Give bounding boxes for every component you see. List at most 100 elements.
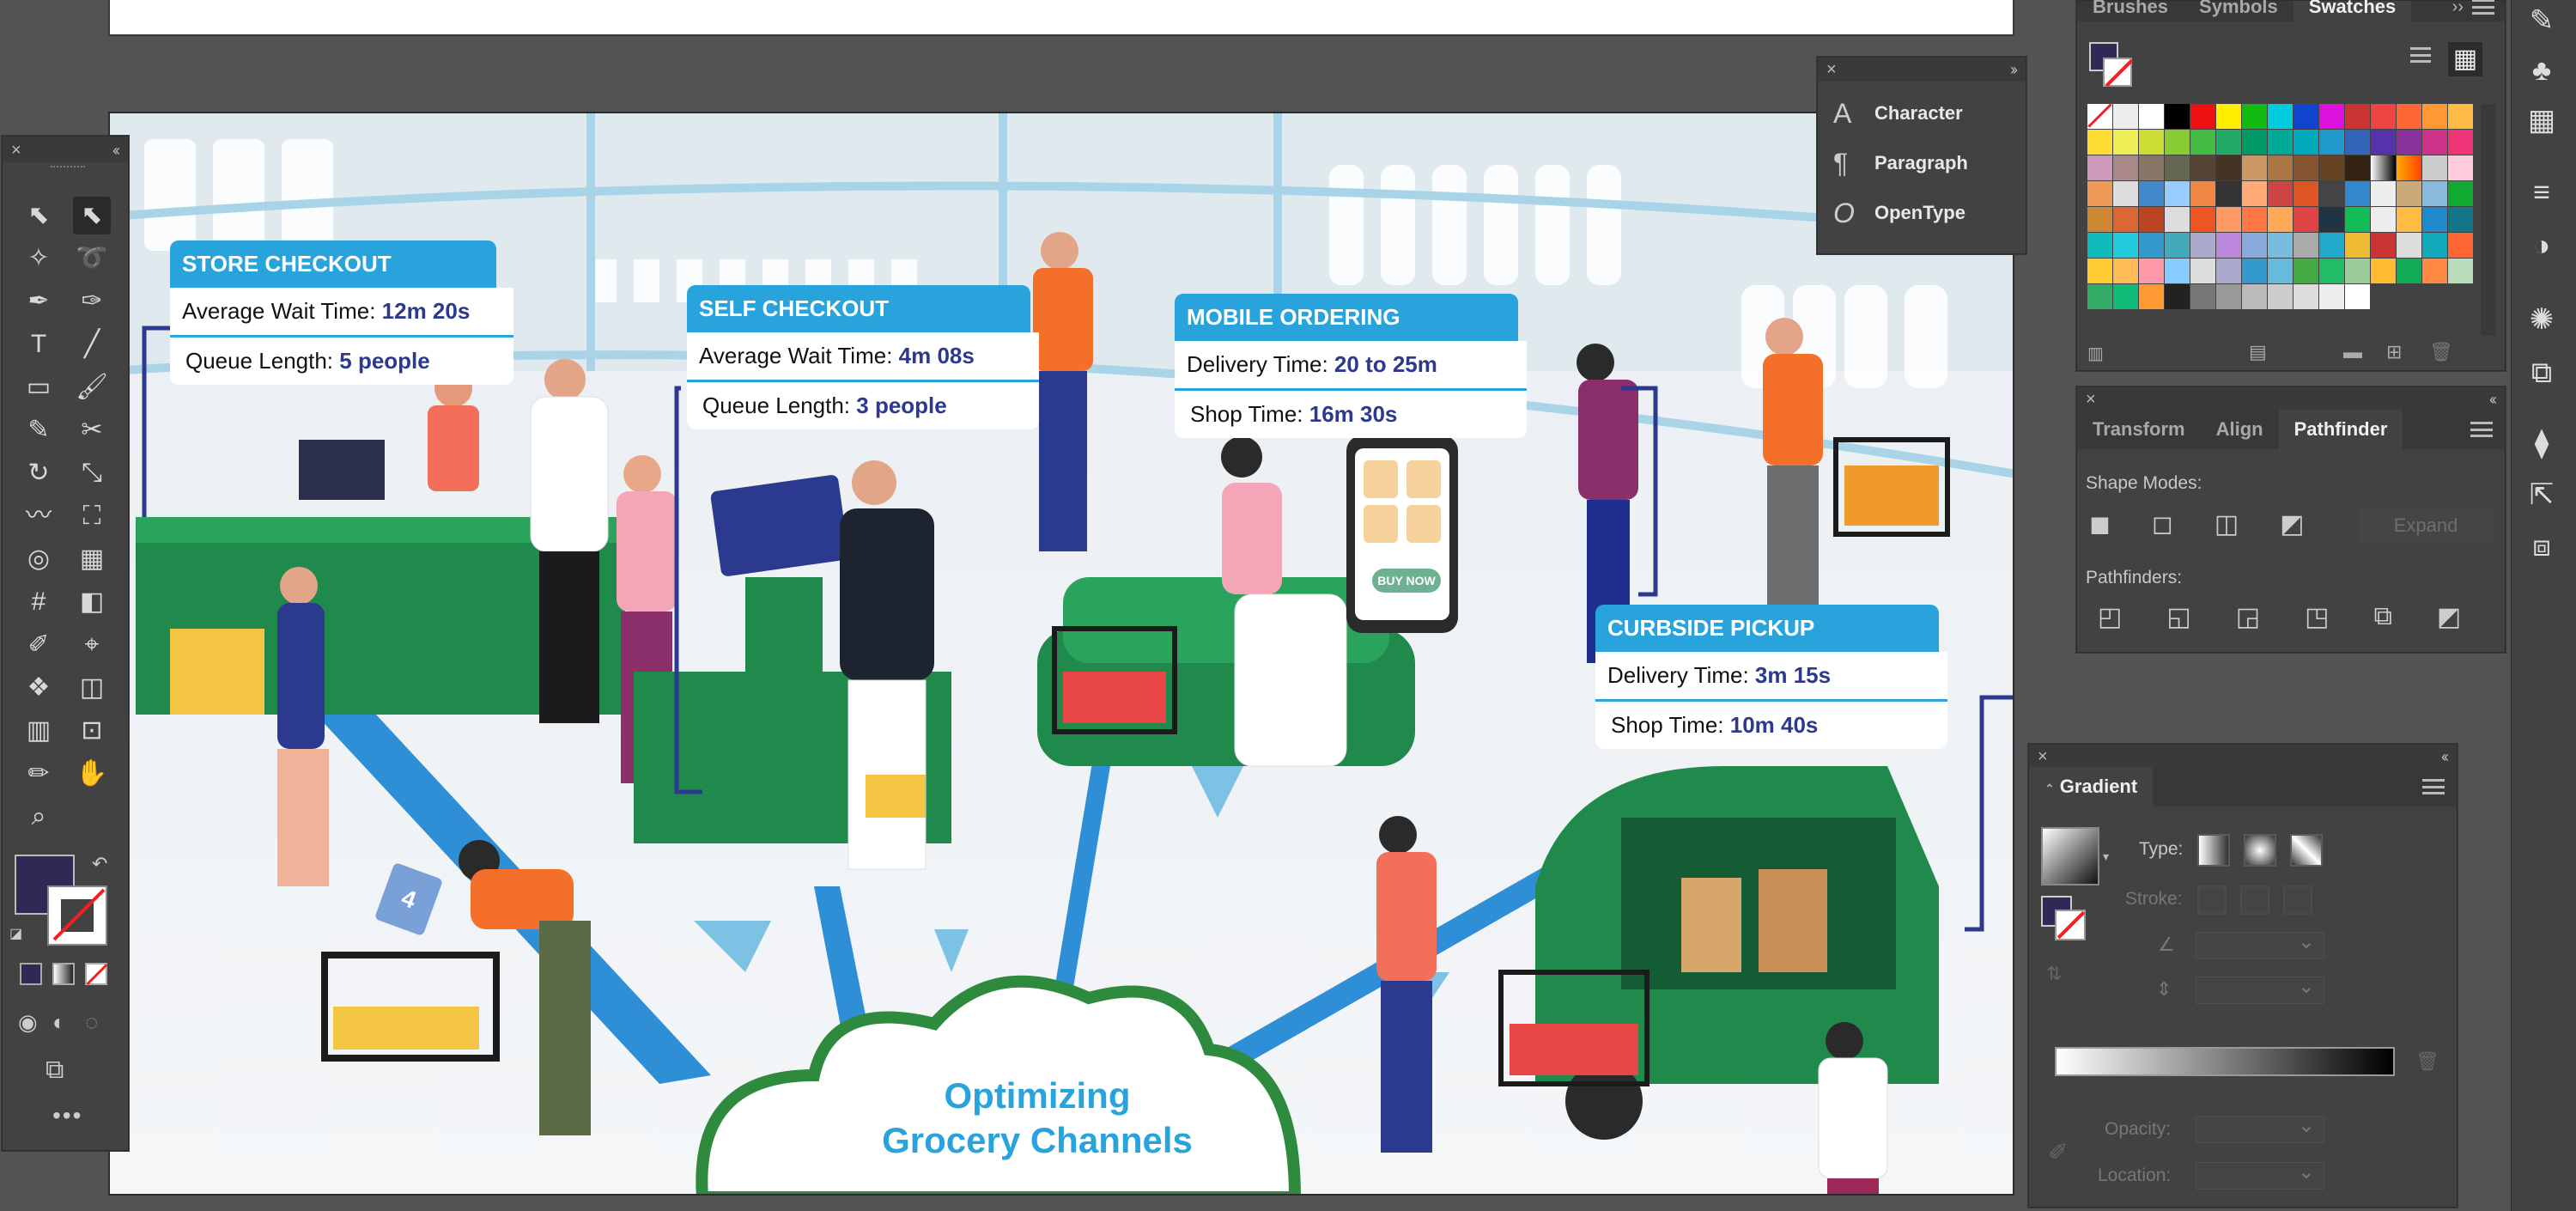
color-mode-icon[interactable]: [20, 963, 42, 985]
slice-tool-icon[interactable]: ✏: [27, 759, 50, 788]
tab-symbols[interactable]: Symbols: [2199, 0, 2278, 17]
swap-fill-stroke-icon[interactable]: ↶: [92, 853, 108, 874]
expand-icon[interactable]: ››: [2451, 0, 2464, 16]
rectangle-tool-icon[interactable]: ▭: [26, 373, 52, 401]
layers-icon[interactable]: ⧫: [2534, 427, 2549, 459]
trim-icon[interactable]: ◱: [2166, 603, 2191, 631]
tools-panel-titlebar[interactable]: × ‹‹: [3, 137, 128, 162]
expand-button[interactable]: Expand: [2359, 509, 2493, 542]
new-color-group-icon[interactable]: ▬: [2343, 341, 2362, 362]
line-tool-icon[interactable]: ╱: [83, 330, 100, 358]
shape-builder-tool-icon[interactable]: ◎: [27, 545, 51, 573]
stroke-panel-icon[interactable]: ≡: [2533, 176, 2550, 209]
freeform-gradient-icon[interactable]: [2290, 834, 2323, 867]
symbol-sprayer-tool-icon[interactable]: ❖: [27, 673, 51, 702]
list-view-icon[interactable]: [2410, 47, 2436, 66]
eyedropper-icon[interactable]: ✐: [2048, 1139, 2069, 1165]
grip-handle[interactable]: [51, 166, 85, 173]
close-icon[interactable]: ×: [2038, 747, 2048, 766]
default-colors-icon[interactable]: ◪: [9, 927, 23, 941]
tab-pathfinder[interactable]: Pathfinder: [2278, 410, 2403, 449]
exclude-icon[interactable]: ◩: [2280, 510, 2305, 539]
tab-swatches[interactable]: Swatches: [2293, 0, 2412, 21]
gradient-preset-dropdown-icon[interactable]: ▾: [2103, 849, 2110, 863]
draw-behind-icon[interactable]: ◐: [52, 1009, 66, 1035]
aspect-ratio-dropdown[interactable]: [2196, 974, 2324, 1004]
opentype-panel-item[interactable]: O OpenType: [1833, 188, 2026, 238]
lasso-tool-icon[interactable]: ➰: [76, 244, 108, 272]
tab-transform[interactable]: Transform: [2093, 418, 2185, 440]
swatch-libraries-icon[interactable]: ▥: [2087, 344, 2104, 363]
scissors-tool-icon[interactable]: ✂: [81, 416, 103, 444]
tab-align[interactable]: Align: [2215, 418, 2263, 440]
location-dropdown[interactable]: [2196, 1159, 2324, 1190]
intersect-icon[interactable]: ◫: [2214, 510, 2239, 539]
crop-icon[interactable]: ◳: [2305, 603, 2330, 631]
selection-tool-icon[interactable]: ⬉: [27, 201, 50, 229]
collapse-icon[interactable]: ‹‹: [2489, 391, 2497, 408]
gradient-slider[interactable]: [2055, 1047, 2395, 1076]
curvature-tool-icon[interactable]: ✑: [81, 287, 103, 315]
panel-menu-icon[interactable]: [2472, 0, 2494, 15]
close-icon[interactable]: ×: [2086, 390, 2096, 409]
panel-menu-icon[interactable]: [2470, 422, 2493, 437]
minus-front-icon[interactable]: ◻: [2151, 510, 2173, 539]
appearance-icon[interactable]: ◑: [2532, 229, 2551, 262]
none-mode-icon[interactable]: [85, 963, 108, 985]
swatches-scrollbar[interactable]: [2481, 104, 2496, 336]
swatches-stroke-indicator[interactable]: [2103, 58, 2134, 88]
club-symbols-icon[interactable]: ♣: [2531, 54, 2552, 87]
new-swatch-icon[interactable]: ⊞: [2386, 341, 2403, 362]
screen-mode-icon[interactable]: ⧉: [46, 1056, 64, 1084]
paintbrush-tool-icon[interactable]: 🖌: [75, 373, 109, 401]
mesh-tool-icon[interactable]: #: [31, 587, 46, 616]
stroke-swatch[interactable]: [47, 885, 107, 946]
gradient-stroke-indicator[interactable]: [2055, 910, 2086, 940]
libraries-icon[interactable]: ▦: [2527, 104, 2556, 137]
zoom-tool-icon[interactable]: ⌕: [31, 802, 46, 831]
measure-tool-icon[interactable]: ⌖: [84, 630, 100, 659]
stroke-across-icon[interactable]: [2283, 885, 2312, 915]
direct-selection-tool-icon[interactable]: ⬉: [73, 197, 111, 234]
close-icon[interactable]: ×: [11, 141, 21, 160]
artboard[interactable]: BUY NOW STORE CHECKOUT: [108, 112, 2014, 1196]
reverse-gradient-icon[interactable]: ⇅: [2046, 963, 2063, 984]
panel-menu-icon[interactable]: [2422, 779, 2445, 794]
magic-wand-tool-icon[interactable]: ✧: [27, 244, 50, 272]
pen-tool-icon[interactable]: ✒: [27, 287, 50, 315]
tab-brushes[interactable]: Brushes: [2093, 0, 2169, 17]
outline-icon[interactable]: ⧉: [2373, 602, 2392, 630]
more-tools-icon[interactable]: •••: [52, 1102, 83, 1129]
scale-tool-icon[interactable]: ⤡: [82, 459, 102, 487]
expand-icon[interactable]: ››: [2010, 61, 2018, 78]
stroke-along-icon[interactable]: [2240, 885, 2269, 915]
delete-swatch-icon[interactable]: 🗑: [2429, 341, 2453, 362]
gradient-mode-icon[interactable]: [52, 963, 75, 985]
swatch-options-icon[interactable]: ▤: [2249, 341, 2267, 362]
draw-normal-icon[interactable]: ◉: [18, 1009, 38, 1035]
unite-icon[interactable]: ◼: [2089, 510, 2111, 539]
minus-back-icon[interactable]: ◩: [2436, 603, 2462, 631]
linear-gradient-icon[interactable]: [2197, 834, 2230, 867]
color-guide-icon[interactable]: ✺: [2529, 303, 2555, 336]
free-transform-tool-icon[interactable]: ⛶: [82, 502, 101, 530]
radial-gradient-icon[interactable]: [2244, 834, 2276, 867]
eyedropper-tool-icon[interactable]: ✐: [27, 630, 50, 659]
paragraph-panel-item[interactable]: ¶ Paragraph: [1833, 138, 2026, 188]
gradient-preview-swatch[interactable]: [2041, 827, 2099, 885]
hand-tool-icon[interactable]: ✋: [76, 759, 108, 788]
export-icon[interactable]: ⇱: [2529, 478, 2555, 511]
asset-export-icon[interactable]: ⧈: [2532, 530, 2551, 563]
perspective-grid-tool-icon[interactable]: ▦: [79, 545, 105, 573]
gradient-tool-icon[interactable]: ◧: [79, 587, 105, 616]
stroke-within-icon[interactable]: [2197, 885, 2227, 915]
rotate-tool-icon[interactable]: ↻: [27, 459, 50, 487]
collapse-icon[interactable]: ‹‹: [2441, 748, 2449, 765]
divide-icon[interactable]: ◰: [2098, 603, 2123, 631]
shaper-tool-icon[interactable]: ✎: [27, 416, 50, 444]
properties-icon[interactable]: ✎: [2529, 4, 2555, 37]
draw-inside-icon[interactable]: ◌: [85, 1009, 99, 1035]
delete-stop-icon[interactable]: 🗑: [2415, 1050, 2439, 1072]
angle-dropdown[interactable]: [2196, 929, 2324, 959]
close-icon[interactable]: ×: [1826, 60, 1837, 79]
